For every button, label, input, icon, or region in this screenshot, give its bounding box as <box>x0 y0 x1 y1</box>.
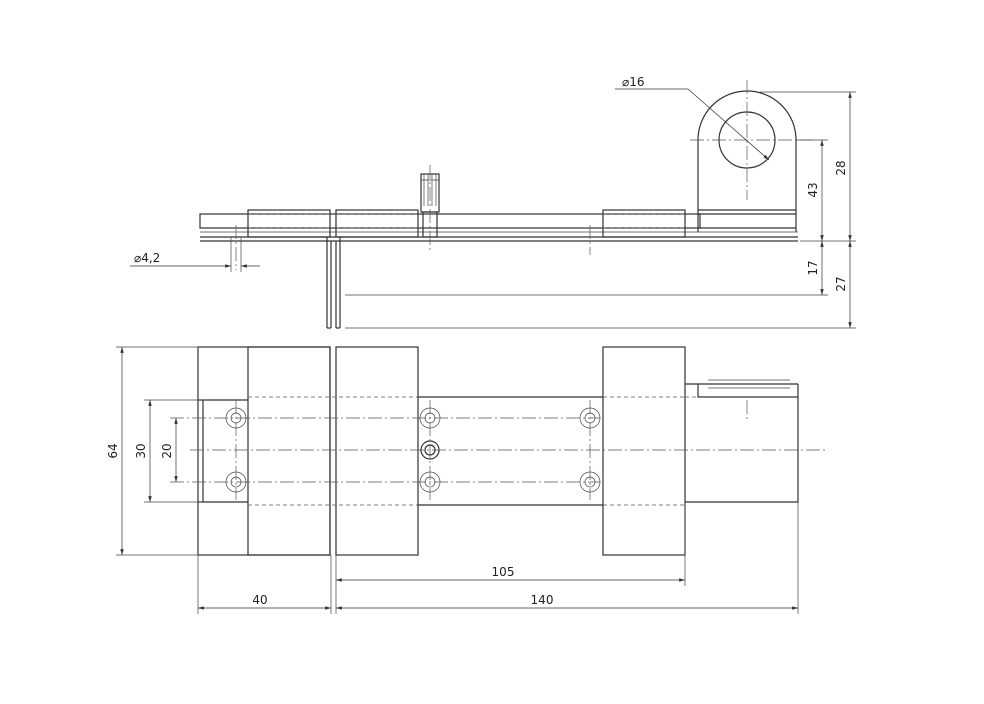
dim-20: 20 <box>160 443 174 458</box>
guide-block-3 <box>602 209 686 238</box>
dim-40: 40 <box>252 593 267 607</box>
dim-105: 105 <box>492 565 515 579</box>
guide-block-top-2 <box>335 346 419 556</box>
knob <box>420 165 440 252</box>
rod <box>199 213 701 229</box>
guide-block-top-3 <box>602 346 686 556</box>
dim-64: 64 <box>106 443 120 458</box>
side-view <box>199 80 812 329</box>
dim-27: 27 <box>834 276 848 291</box>
dim-30: 30 <box>134 443 148 458</box>
dimension-lines <box>116 88 856 614</box>
eye-bracket <box>690 80 812 232</box>
end-block-left <box>197 346 331 556</box>
dim-17: 17 <box>806 260 820 275</box>
guide-block-top-1 <box>247 346 331 556</box>
guide-block-1 <box>247 209 331 238</box>
holes <box>170 400 748 500</box>
angle-leg <box>326 237 341 329</box>
dim-28: 28 <box>834 160 848 175</box>
top-view <box>170 346 825 556</box>
dim-d16: ⌀16 <box>622 75 645 89</box>
guide-block-2 <box>335 209 419 238</box>
dim-140: 140 <box>531 593 554 607</box>
dim-43: 43 <box>806 182 820 197</box>
dim-d4-2: ⌀4,2 <box>134 251 160 265</box>
